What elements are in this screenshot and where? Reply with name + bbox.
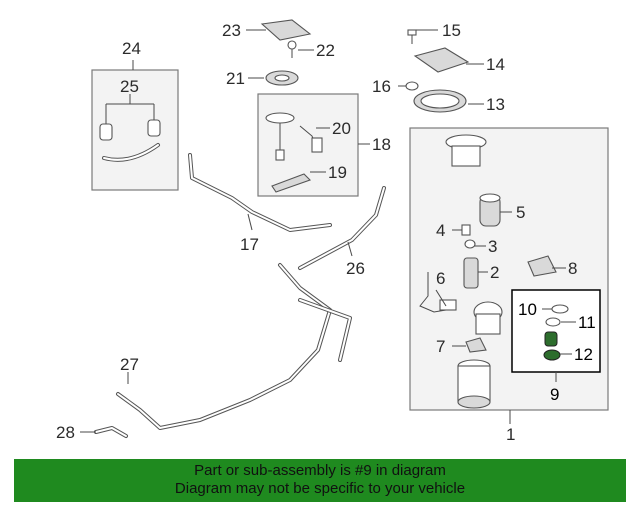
callout-19: 19	[328, 163, 347, 182]
part-reservoir	[457, 359, 491, 409]
part-13-lock-ring	[413, 89, 467, 113]
callout-27: 27	[120, 355, 139, 374]
callout-6: 6	[436, 269, 445, 288]
info-banner: Part or sub-assembly is #9 in diagram Di…	[14, 459, 626, 502]
part-7-bracket	[465, 337, 487, 353]
part-pump-module	[445, 134, 487, 167]
callout-23: 23	[222, 21, 241, 40]
callout-9: 9	[550, 385, 559, 404]
part-10-clip	[551, 304, 569, 314]
callout-18: 18	[372, 135, 391, 154]
part-11-oring	[545, 317, 561, 327]
callout-12: 12	[574, 345, 593, 364]
callout-13: 13	[486, 95, 505, 114]
callout-5: 5	[516, 203, 525, 222]
part-20-sender	[265, 112, 323, 161]
callout-16: 16	[372, 77, 391, 96]
callout-2: 2	[490, 263, 499, 282]
callout-21: 21	[226, 69, 245, 88]
part-5-filter	[479, 193, 501, 227]
callout-11: 11	[578, 313, 596, 332]
part-21-seal	[265, 70, 299, 86]
part-25-hose	[99, 119, 161, 162]
part-8-regulator	[527, 255, 557, 277]
callout-25: 25	[120, 77, 139, 96]
callout-3: 3	[488, 237, 497, 256]
callout-14: 14	[486, 55, 505, 74]
callout-22: 22	[316, 41, 335, 60]
part-15-screw	[407, 29, 417, 44]
part-17-line	[188, 153, 332, 232]
assembly-box-18	[257, 93, 359, 197]
leader-lines	[80, 29, 576, 433]
part-22-bolt	[287, 40, 297, 58]
callout-28: 28	[56, 423, 75, 442]
part-4-fitting	[461, 224, 471, 236]
callout-8: 8	[568, 259, 577, 278]
part-6-harness	[419, 272, 457, 313]
part-12-seal	[543, 349, 561, 361]
callout-17: 17	[240, 235, 259, 254]
callout-4: 4	[436, 221, 445, 240]
callout-15: 15	[442, 21, 461, 40]
part-strainer	[473, 301, 503, 335]
callout-10: 10	[518, 300, 537, 319]
part-3-oring	[464, 239, 476, 249]
fuel-lines	[116, 263, 352, 430]
callout-7: 7	[436, 337, 445, 356]
part-16-grommet	[405, 81, 419, 91]
part-23-plate	[260, 19, 312, 41]
callout-26: 26	[346, 259, 365, 278]
callout-20: 20	[332, 119, 351, 138]
part-19-float	[271, 173, 312, 193]
part-2-pump	[463, 257, 479, 289]
part-26-filler-pipe	[298, 186, 386, 270]
part-14-cover	[413, 47, 470, 73]
part-9-valve	[544, 331, 558, 347]
callout-24: 24	[122, 39, 141, 58]
callout-1: 1	[506, 425, 515, 444]
banner-line-1: Part or sub-assembly is #9 in diagram	[194, 462, 446, 479]
part-28-connector	[94, 426, 128, 438]
banner-line-2: Diagram may not be specific to your vehi…	[174, 480, 466, 497]
